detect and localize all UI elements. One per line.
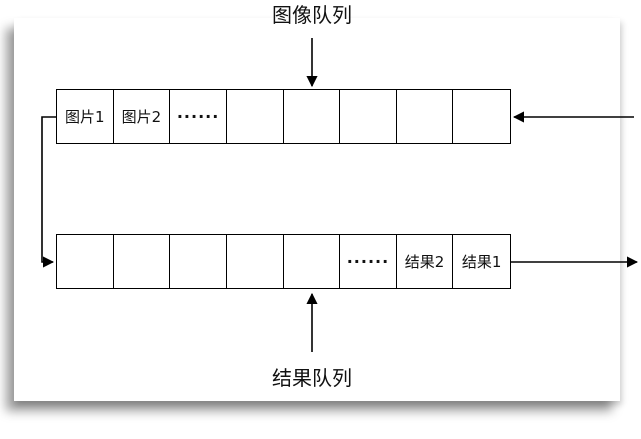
image-queue-ellipsis: ······: [170, 90, 227, 143]
image-queue-slot: [227, 90, 284, 143]
image-queue-slot: [284, 90, 341, 143]
result-queue-slot: [114, 235, 171, 288]
image-queue-slot: 图片1: [57, 90, 114, 143]
result-queue-slot: [284, 235, 341, 288]
result-queue-title: 结果队列: [272, 366, 352, 390]
image-queue-slot: 图片2: [114, 90, 171, 143]
queue-transfer-arrow: [41, 116, 56, 268]
result-queue-slot: [170, 235, 227, 288]
image-queue-slot: [453, 90, 510, 143]
image-queue-slot: [340, 90, 397, 143]
result-queue-slot: [57, 235, 114, 288]
result-queue-slot: [227, 235, 284, 288]
result-queue-ellipsis: ······: [340, 235, 397, 288]
result-queue: ······ 结果2 结果1: [56, 234, 511, 289]
result-queue-slot: 结果2: [397, 235, 454, 288]
image-queue: 图片1 图片2 ······: [56, 89, 511, 144]
image-queue-title: 图像队列: [272, 3, 352, 27]
image-queue-slot: [397, 90, 454, 143]
result-queue-slot: 结果1: [461, 253, 502, 271]
